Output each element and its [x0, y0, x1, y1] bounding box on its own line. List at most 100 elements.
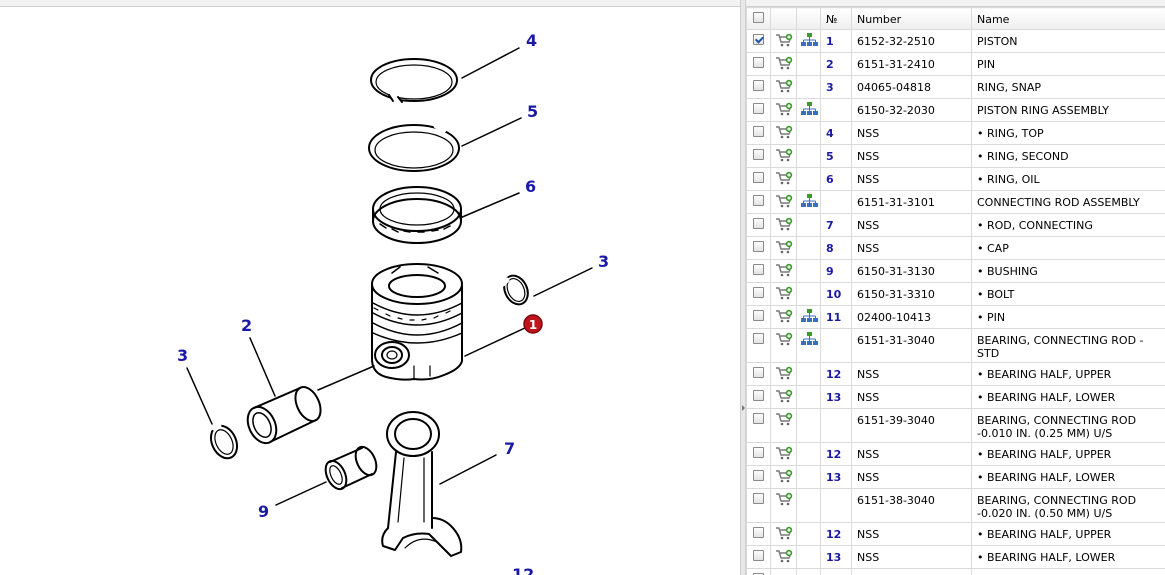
row-checkbox[interactable] — [753, 241, 764, 252]
row-part-number[interactable]: 04065-04818 — [851, 75, 972, 99]
collapse-arrow-icon[interactable] — [742, 405, 745, 411]
column-header-name[interactable]: Name — [971, 7, 1165, 30]
row-checkbox[interactable] — [753, 310, 764, 321]
add-to-cart-icon[interactable] — [775, 102, 793, 116]
row-checkbox[interactable] — [753, 80, 764, 91]
row-select-cell[interactable] — [746, 144, 771, 168]
row-select-cell[interactable] — [746, 75, 771, 99]
row-checkbox[interactable] — [753, 367, 764, 378]
row-part-number[interactable]: 02400-10413 — [851, 305, 972, 329]
add-to-cart-icon[interactable] — [775, 309, 793, 323]
add-to-cart-icon[interactable] — [775, 469, 793, 483]
callout-3-right[interactable]: 3 — [598, 252, 609, 271]
row-select-cell[interactable] — [746, 545, 771, 569]
selected-part-marker[interactable]: 1 — [523, 314, 543, 334]
row-part-number[interactable] — [851, 568, 972, 575]
callout-4[interactable]: 4 — [526, 31, 537, 50]
row-cart-cell[interactable] — [770, 167, 797, 191]
row-part-number[interactable]: NSS — [851, 385, 972, 409]
add-to-cart-icon[interactable] — [775, 332, 793, 346]
row-tree-cell[interactable] — [796, 98, 821, 122]
row-checkbox[interactable] — [753, 527, 764, 538]
row-select-cell[interactable] — [746, 488, 771, 523]
row-checkbox[interactable] — [753, 413, 764, 424]
table-row[interactable] — [746, 568, 1165, 575]
assembly-tree-icon[interactable] — [801, 332, 818, 345]
add-to-cart-icon[interactable] — [775, 240, 793, 254]
row-cart-cell[interactable] — [770, 465, 797, 489]
column-header-number[interactable]: Number — [851, 7, 972, 30]
add-to-cart-icon[interactable] — [775, 33, 793, 47]
part-piston[interactable] — [371, 263, 463, 381]
row-select-cell[interactable] — [746, 167, 771, 191]
row-cart-cell[interactable] — [770, 568, 797, 575]
row-tree-cell[interactable] — [796, 305, 821, 329]
part-ring-top[interactable] — [370, 58, 458, 105]
row-part-number[interactable]: NSS — [851, 167, 972, 191]
row-select-cell[interactable] — [746, 568, 771, 575]
add-to-cart-icon[interactable] — [775, 549, 793, 563]
row-cart-cell[interactable] — [770, 236, 797, 260]
part-piston-pin[interactable] — [242, 383, 325, 448]
add-to-cart-icon[interactable] — [775, 492, 793, 506]
row-part-number[interactable]: 6151-31-3040 — [851, 328, 972, 363]
row-select-cell[interactable] — [746, 236, 771, 260]
row-checkbox[interactable] — [753, 573, 764, 575]
row-cart-cell[interactable] — [770, 408, 797, 443]
add-to-cart-icon[interactable] — [775, 79, 793, 93]
assembly-tree-icon[interactable] — [801, 309, 818, 322]
row-part-number[interactable]: NSS — [851, 465, 972, 489]
row-part-number[interactable]: 6151-31-2410 — [851, 52, 972, 76]
row-part-number[interactable]: 6150-32-2030 — [851, 98, 972, 122]
add-to-cart-icon[interactable] — [775, 446, 793, 460]
row-cart-cell[interactable] — [770, 75, 797, 99]
row-cart-cell[interactable] — [770, 213, 797, 237]
row-cart-cell[interactable] — [770, 121, 797, 145]
part-ring-second[interactable] — [368, 123, 460, 172]
callout-9[interactable]: 9 — [258, 502, 269, 521]
select-all-header[interactable] — [746, 7, 771, 30]
row-part-number[interactable]: 6152-32-2510 — [851, 29, 972, 53]
row-cart-cell[interactable] — [770, 545, 797, 569]
panel-splitter[interactable] — [740, 0, 746, 575]
add-to-cart-icon[interactable] — [775, 148, 793, 162]
add-to-cart-icon[interactable] — [775, 389, 793, 403]
part-connecting-rod[interactable] — [381, 411, 463, 557]
row-select-cell[interactable] — [746, 98, 771, 122]
callout-6[interactable]: 6 — [525, 177, 536, 196]
row-cart-cell[interactable] — [770, 190, 797, 214]
add-to-cart-icon[interactable] — [775, 412, 793, 426]
add-to-cart-icon[interactable] — [775, 194, 793, 208]
row-select-cell[interactable] — [746, 190, 771, 214]
add-to-cart-icon[interactable] — [775, 286, 793, 300]
part-bushing[interactable] — [322, 444, 381, 493]
add-to-cart-icon[interactable] — [775, 125, 793, 139]
callout-7[interactable]: 7 — [504, 439, 515, 458]
row-part-number[interactable]: NSS — [851, 545, 972, 569]
add-to-cart-icon[interactable] — [775, 366, 793, 380]
callout-3-left[interactable]: 3 — [177, 346, 188, 365]
assembly-tree-icon[interactable] — [801, 33, 818, 46]
row-part-number[interactable]: 6150-31-3310 — [851, 282, 972, 306]
row-part-number[interactable]: NSS — [851, 522, 972, 546]
row-cart-cell[interactable] — [770, 362, 797, 386]
row-select-cell[interactable] — [746, 408, 771, 443]
row-cart-cell[interactable] — [770, 52, 797, 76]
row-checkbox[interactable] — [753, 390, 764, 401]
row-checkbox[interactable] — [753, 264, 764, 275]
